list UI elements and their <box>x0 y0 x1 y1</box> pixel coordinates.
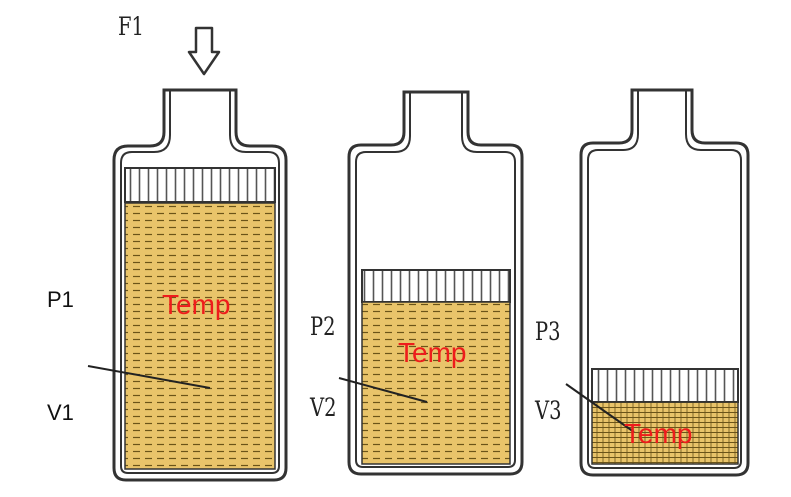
label-f1: F1 <box>118 12 144 41</box>
container-3-inner-wall <box>587 90 742 469</box>
container-1-gas <box>124 202 276 470</box>
container-3-pointer-line <box>565 383 635 433</box>
container-1-pointer-line <box>87 365 211 389</box>
container-1-outer-wall <box>112 88 288 482</box>
container-2-piston <box>361 269 511 303</box>
container-3-temp-label: Temp <box>624 418 693 449</box>
container-2-pointer-line <box>338 377 428 403</box>
container-2 <box>338 90 524 476</box>
label-p1: P1 <box>47 287 74 312</box>
container-1-inner-wall <box>120 90 280 474</box>
container-3-outer-wall <box>579 88 750 477</box>
container-1-piston <box>124 167 276 203</box>
label-v1: V1 <box>47 400 74 425</box>
label-v3: V3 <box>535 396 562 425</box>
container-2-outer-wall <box>347 90 524 476</box>
container-2-inner-wall <box>355 92 516 468</box>
label-p2: P2 <box>310 312 336 341</box>
label-v2: V2 <box>310 393 337 422</box>
container-1-temp-label: Temp <box>162 289 231 320</box>
force-arrow-icon <box>187 26 221 76</box>
container-1 <box>87 88 288 482</box>
container-3-gas <box>591 401 739 465</box>
container-2-gas <box>361 301 511 465</box>
label-p3: P3 <box>535 317 561 346</box>
container-3 <box>565 88 750 477</box>
container-2-temp-label: Temp <box>398 337 467 368</box>
container-3-piston <box>591 368 739 403</box>
